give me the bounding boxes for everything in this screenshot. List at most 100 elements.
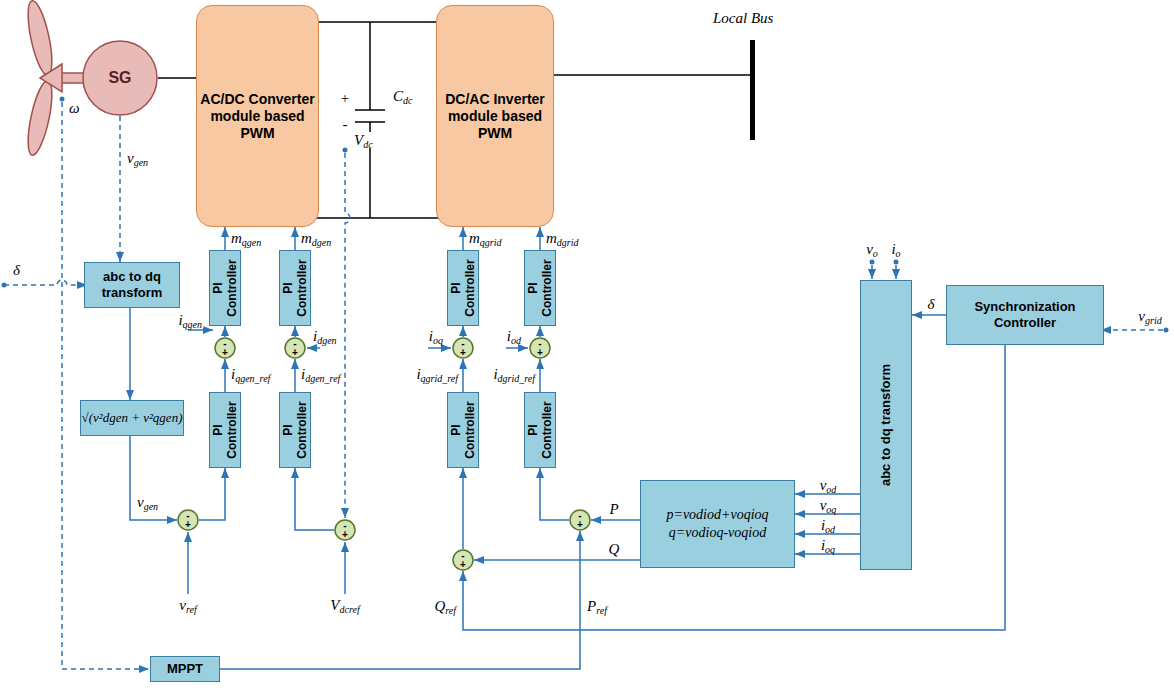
pi-controller: PI Controller [279, 392, 311, 468]
node-body: PI Controller [281, 253, 309, 323]
node-body: PI Controller [211, 253, 239, 323]
edge-label: vgen [136, 494, 159, 510]
node-body: p=vodiod+voqioqq=vodioq-voqiod [641, 481, 794, 567]
node-text: PI Controller [281, 395, 309, 465]
signal-connector [224, 326, 226, 337]
signal-name: idgen [312, 328, 338, 344]
node-body: -+ [452, 337, 474, 359]
sign-text: - [461, 339, 464, 348]
summing-junction: -+ [569, 509, 591, 531]
signal-connector [591, 519, 640, 521]
sign-text: - [343, 521, 346, 530]
node-text: PI Controller [211, 253, 239, 323]
generator-circle: SG [82, 40, 158, 116]
signal-name: vgrid [1137, 308, 1162, 324]
dc-link [315, 22, 440, 218]
signal-connector [224, 359, 226, 392]
signal-connector [199, 468, 225, 520]
sign-text: + [222, 348, 228, 357]
summing-junction: -+ [214, 337, 236, 359]
summing-junction: -+ [529, 337, 551, 359]
node-body: -+ [529, 337, 551, 359]
node-body: SG [82, 40, 158, 116]
node-body: Synchronization Controller [947, 286, 1103, 344]
sign-text: - [223, 339, 226, 348]
node-text: √(v²dgen + v²qgen) [82, 410, 183, 426]
node-body: abc to dq transform [878, 283, 894, 567]
speed-signal: ω [68, 100, 81, 116]
angle-signal: δ [12, 262, 21, 278]
pi-controller: PI Controller [209, 392, 241, 468]
node-text: PI Controller [526, 253, 554, 323]
signal-name: iqgen_ref [230, 366, 271, 382]
signal-connector [474, 559, 640, 561]
node-body: -+ [214, 337, 236, 359]
sign-text: - [461, 551, 464, 560]
edge-label: mqgen [230, 230, 262, 246]
signal-name: Vdc [353, 132, 374, 148]
magnitude-box: √(v²dgen + v²qgen) [80, 400, 184, 436]
reference-inputs [188, 330, 528, 594]
pi-controller: PI Controller [524, 392, 556, 468]
summing-junction: -+ [452, 549, 474, 571]
summing-junction: -+ [334, 519, 356, 541]
signal-connector [129, 308, 131, 400]
signal-name: iqgen [177, 312, 203, 328]
signal-connector [539, 227, 541, 250]
node-body: -+ [177, 509, 199, 531]
node-text: Synchronization Controller [947, 299, 1103, 331]
measurement-lines [4, 102, 1163, 669]
signal-connector [294, 227, 296, 250]
transform-box: abc to dq transform [860, 280, 912, 570]
signal-connector [295, 468, 334, 530]
signal-connector [224, 227, 226, 250]
sign-text: - [186, 511, 189, 520]
signal-name: Vdcref [329, 597, 360, 613]
edge-label: vod [819, 477, 838, 493]
pi-controller: PI Controller [279, 250, 311, 326]
signal-connector [462, 227, 464, 250]
signal-connector [220, 531, 580, 669]
sign-text: - [293, 339, 296, 348]
signal-connector [912, 314, 946, 316]
sign-text: + [292, 348, 298, 357]
signal-name: idgrid_ref [492, 366, 536, 382]
polarity-sign: - [342, 116, 349, 132]
node-body: PI Controller [449, 253, 477, 323]
node-text: p=vodiod+voqioq [666, 506, 768, 524]
node-body: PI Controller [526, 395, 554, 465]
wind-turbine [23, 0, 84, 157]
capacitor-label: Cdc [392, 88, 413, 104]
node-body: PI Controller [281, 395, 309, 465]
node-body: abc to dq transform [85, 263, 179, 307]
edge-label: iod [820, 517, 836, 533]
node-body: MPPT [151, 657, 219, 681]
sync-controller: Synchronization Controller [946, 285, 1104, 345]
signal-connector [158, 77, 196, 79]
edge-label: Q [608, 541, 621, 557]
signal-connector [294, 359, 296, 392]
pi-controller: PI Controller [209, 250, 241, 326]
signal-connector [463, 345, 1005, 630]
node-text: PI Controller [211, 395, 239, 465]
bus-label: Local Bus [712, 10, 774, 26]
node-body: PI Controller [211, 395, 239, 465]
signal-connector [539, 326, 541, 337]
signal-connector [319, 21, 436, 23]
edge-label: vgen [126, 150, 149, 166]
edge-label: P [608, 501, 619, 517]
signal-name: iod [506, 328, 522, 344]
signal-connector [294, 326, 296, 337]
node-body: √(v²dgen + v²qgen) [81, 401, 183, 435]
summing-junction: -+ [284, 337, 306, 359]
node-body: -+ [334, 519, 356, 541]
sign-text: + [577, 520, 583, 529]
edge-label: mqgrid [468, 230, 503, 246]
sign-text: + [460, 348, 466, 357]
node-text: AC/DC Converter module based PWM [197, 91, 318, 142]
signal-name: ioq [428, 328, 444, 344]
edge-label: voq [819, 497, 838, 513]
